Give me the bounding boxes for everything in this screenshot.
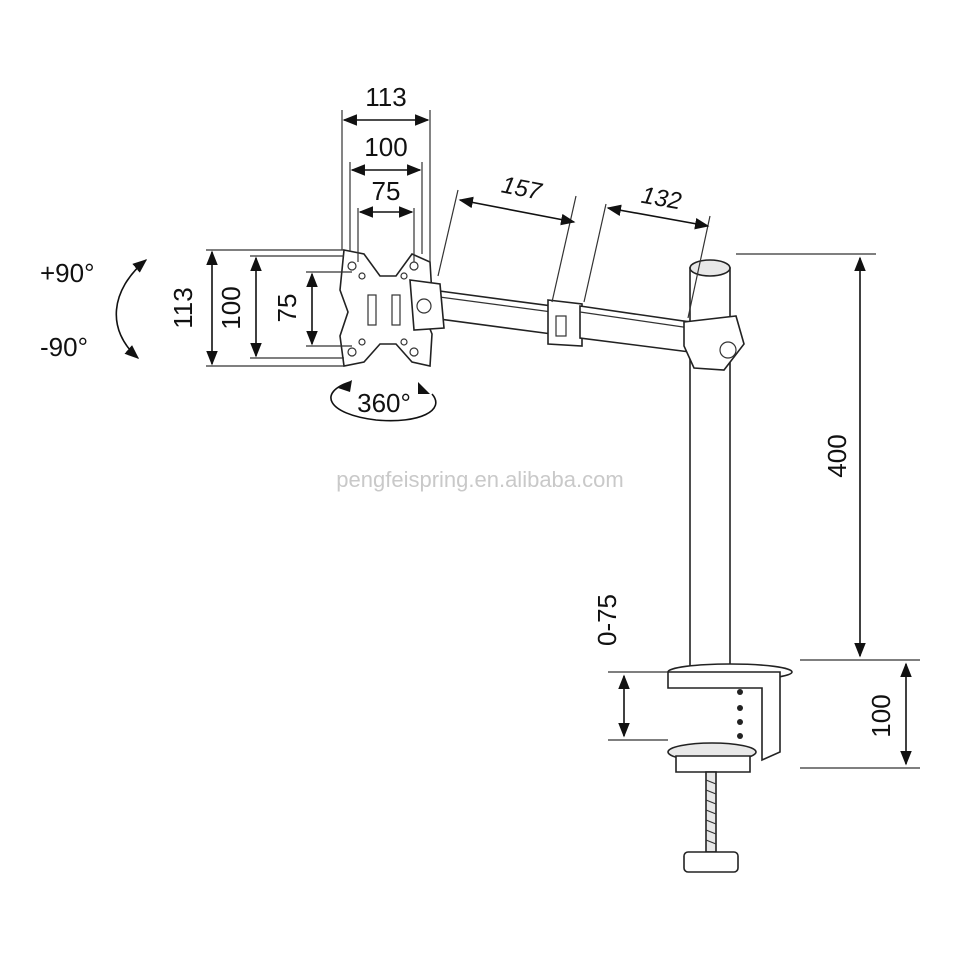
vesa-width-outer-label: 113	[365, 82, 406, 112]
desk-clamp	[667, 663, 793, 873]
vesa-width-inner-label: 75	[372, 176, 401, 206]
tilt-up-label: +90°	[40, 258, 95, 288]
clamp-height-label: 100	[866, 694, 896, 737]
rotation-ellipse	[330, 380, 437, 422]
vesa-height-mid-label: 100	[216, 286, 246, 329]
pole	[683, 259, 745, 679]
vesa-width-mid-label: 100	[364, 132, 407, 162]
watermark-text: pengfeispring.en.alibaba.com	[336, 467, 623, 492]
pole-height-label: 400	[822, 434, 852, 477]
arm-segment-1	[409, 279, 553, 335]
arm-segment-1-label: 157	[499, 172, 545, 206]
vesa-height-outer-label: 113	[168, 287, 198, 328]
arm-segment-2-label: 132	[639, 182, 683, 216]
tilt-arc	[115, 259, 148, 359]
witness-lines	[206, 110, 920, 769]
tilt-down-label: -90°	[40, 332, 88, 362]
vesa-plate	[339, 249, 433, 367]
dimension-arrows	[206, 114, 912, 766]
arm-joint	[547, 299, 583, 347]
arm-segment-2	[579, 305, 691, 353]
desk-thickness-label: 0-75	[592, 594, 622, 646]
vesa-height-inner-label: 75	[272, 294, 302, 323]
rotation-label: 360°	[357, 388, 411, 418]
